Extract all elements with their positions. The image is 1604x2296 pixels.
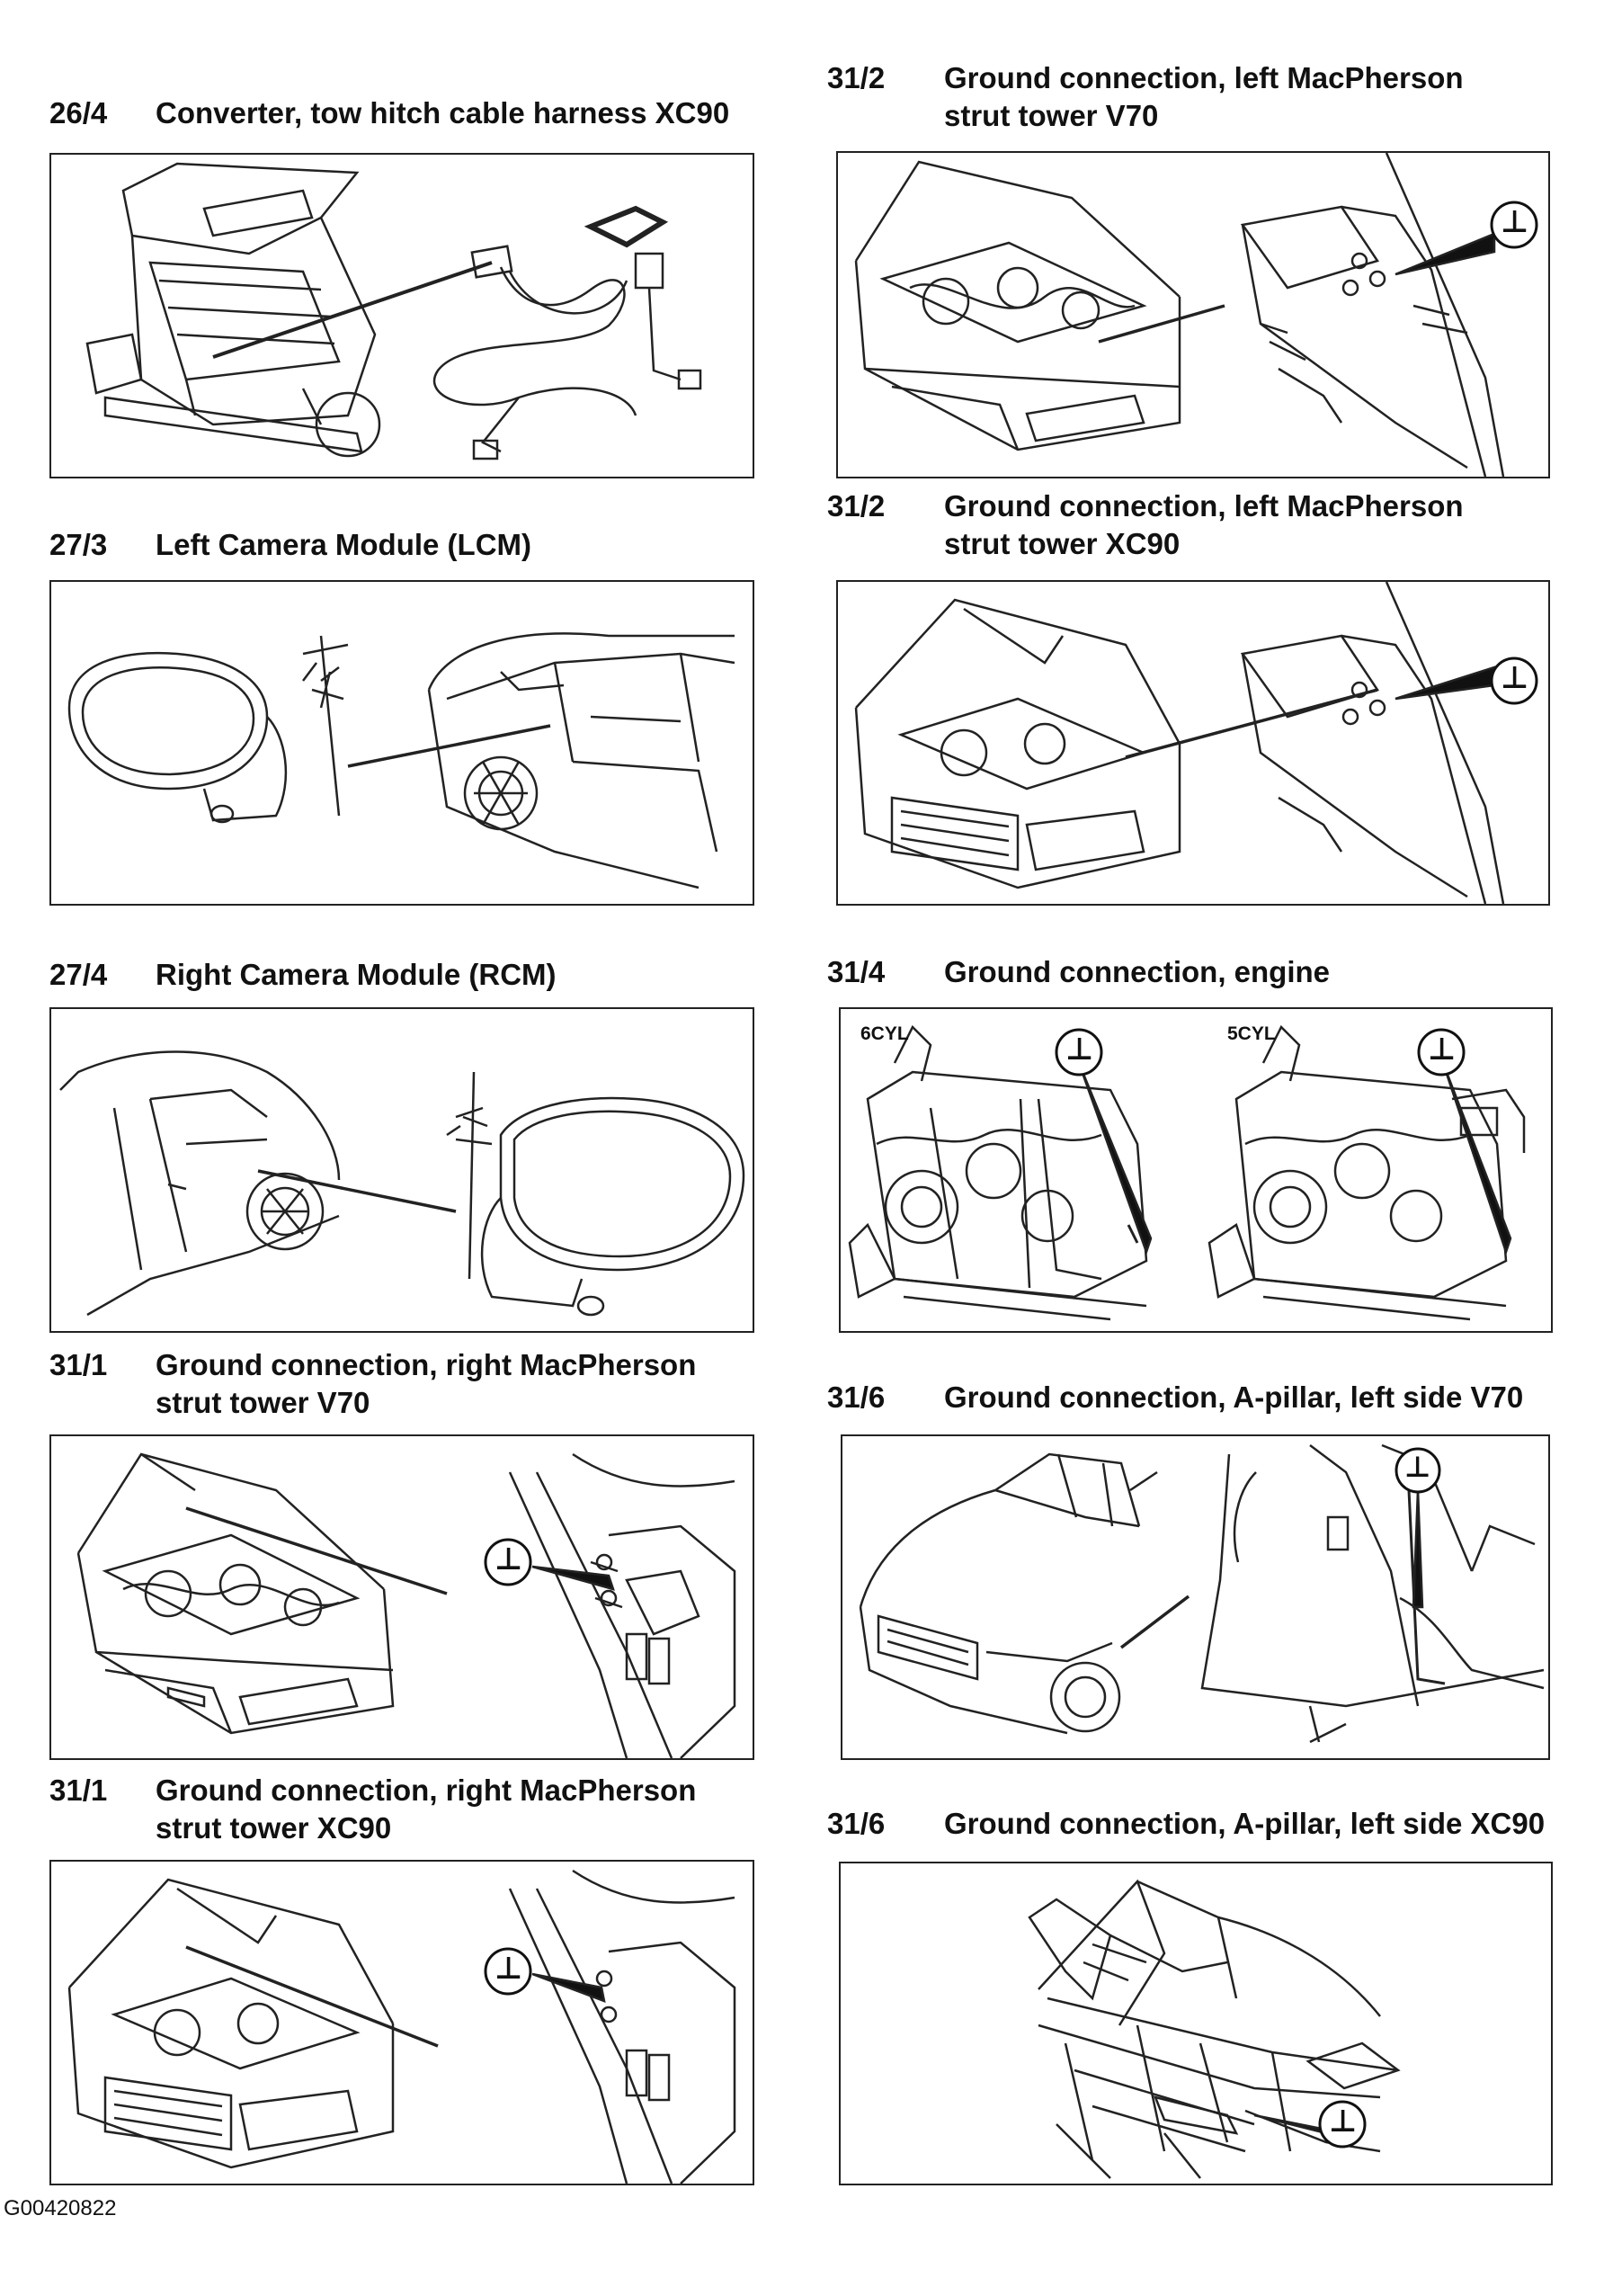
engine-variant-label-6cyl: 6CYL xyxy=(860,1023,909,1044)
entry-title: Ground connection, A-pillar, left side X… xyxy=(944,1807,1546,1840)
illustration-panel-left-camera xyxy=(49,580,754,906)
illustration-panel-tow-hitch xyxy=(49,153,754,478)
entry-title: Ground connection, right MacPherson stru… xyxy=(156,1348,697,1419)
ground-symbol-icon: ⊥ xyxy=(1404,1450,1431,1484)
entry-code: 27/4 xyxy=(49,958,108,991)
entry-code: 31/4 xyxy=(827,955,886,988)
entry-code: 27/3 xyxy=(49,528,108,561)
ground-symbol-icon: ⊥ xyxy=(1065,1032,1094,1068)
entry-title: Left Camera Module (LCM) xyxy=(156,528,532,561)
illustration-panel-left-strut-xc90: ⊥ xyxy=(836,580,1550,906)
entry-title: Right Camera Module (RCM) xyxy=(156,958,557,991)
ground-symbol-icon: ⊥ xyxy=(1428,1032,1457,1068)
ground-symbol-icon: ⊥ xyxy=(1501,660,1529,696)
figure-id: G00420822 xyxy=(4,2196,117,2220)
ground-symbol-icon: ⊥ xyxy=(1329,2104,1358,2140)
entry-title: Ground connection, A-pillar, left side V… xyxy=(944,1380,1524,1414)
right-strut-tower-xc90-illustration xyxy=(67,1869,736,2184)
entry-code: 26/4 xyxy=(49,96,108,130)
entry-code: 31/6 xyxy=(827,1380,886,1414)
a-pillar-xc90-illustration xyxy=(1028,1879,1401,2179)
a-pillar-v70-illustration xyxy=(859,1443,1545,1744)
illustration-panel-right-camera xyxy=(49,1007,754,1333)
entry-code: 31/1 xyxy=(49,1348,108,1381)
entry-title: Ground connection, left MacPherson strut… xyxy=(944,489,1464,560)
illustration-panel-right-strut-xc90: ⊥ xyxy=(49,1860,754,2185)
left-camera-module-illustration xyxy=(67,632,735,889)
engine-variant-label-5cyl: 5CYL xyxy=(1227,1023,1276,1044)
engine-ground-illustration xyxy=(848,1024,1526,1321)
left-strut-tower-v70-illustration xyxy=(854,153,1538,477)
ground-symbol-icon: ⊥ xyxy=(1501,204,1529,240)
entry-title: Ground connection, right MacPherson stru… xyxy=(156,1773,697,1845)
tow-hitch-harness-illustration xyxy=(85,162,702,460)
illustration-panel-right-strut-v70: ⊥ xyxy=(49,1434,754,1760)
entry-title: Converter, tow hitch cable harness XC90 xyxy=(156,96,730,130)
ground-symbol-icon: ⊥ xyxy=(495,1951,523,1987)
right-strut-tower-v70-illustration xyxy=(76,1452,736,1758)
right-camera-module-illustration xyxy=(59,1050,745,1317)
entry-code: 31/2 xyxy=(827,489,886,523)
illustration-panel-a-pillar-v70: ⊥ xyxy=(841,1434,1550,1760)
entry-code: 31/6 xyxy=(827,1807,886,1840)
entry-code: 31/1 xyxy=(49,1773,108,1807)
entry-code: 31/2 xyxy=(827,61,886,94)
ground-symbol-icon: ⊥ xyxy=(495,1541,523,1577)
illustration-panel-engine-ground: 6CYL 5CYL ⊥ ⊥ xyxy=(839,1007,1553,1333)
illustration-panel-left-strut-v70: ⊥ xyxy=(836,151,1550,478)
left-strut-tower-xc90-illustration xyxy=(854,582,1538,904)
entry-title: Ground connection, left MacPherson strut… xyxy=(944,61,1464,132)
entry-title: Ground connection, engine xyxy=(944,955,1330,988)
illustration-panel-a-pillar-xc90: ⊥ xyxy=(839,1862,1553,2185)
